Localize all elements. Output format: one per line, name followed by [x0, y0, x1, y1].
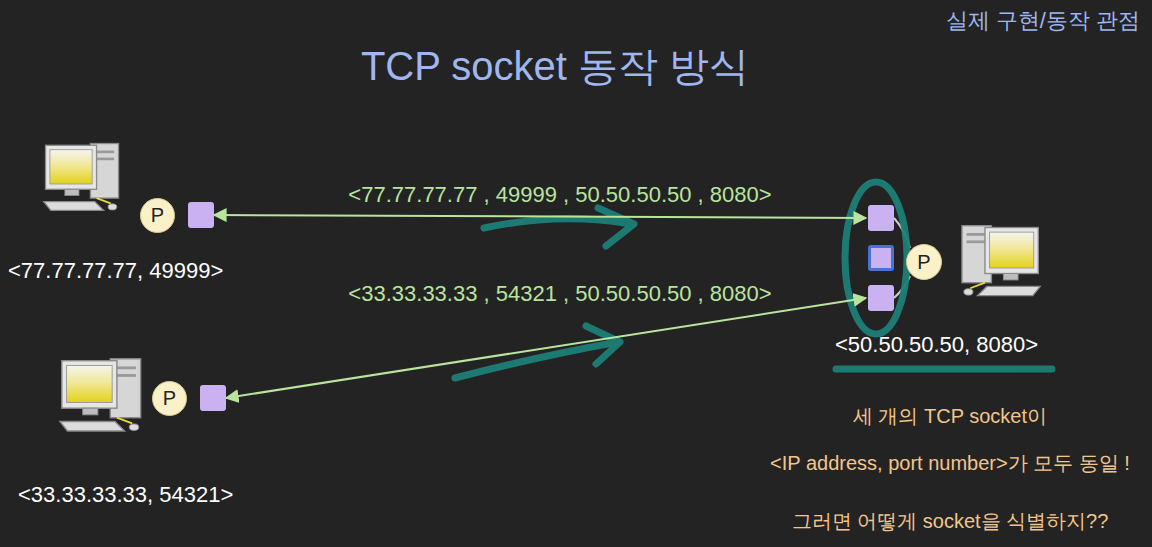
- direction-arrow-head: [586, 326, 620, 364]
- computer-icon: [962, 226, 1040, 296]
- note-text: 세 개의 TCP socket이: [853, 404, 1047, 428]
- computer-icon: [60, 359, 141, 431]
- process-socket-group: P: [140, 197, 214, 233]
- socket-square: [868, 285, 894, 311]
- process-letter: P: [163, 387, 176, 410]
- note-text: <IP address, port number>가 모두 동일 !: [770, 451, 1130, 475]
- perspective-label: 실제 구현/동작 관점: [946, 8, 1140, 34]
- edge-label: <77.77.77.77 , 49999 , 50.50.50.50 , 808…: [348, 182, 771, 208]
- highlight-underline: [836, 366, 1052, 373]
- process-letter: P: [151, 204, 164, 227]
- process-socket-group: P: [866, 200, 944, 316]
- socket-square: [868, 245, 894, 271]
- note-text: 그러면 어떻게 socket을 식별하지??: [792, 509, 1109, 533]
- connection-arrow: [226, 298, 866, 398]
- title: TCP socket 동작 방식: [361, 42, 749, 90]
- computer-icon: [44, 144, 119, 211]
- process-socket-group: P: [152, 380, 226, 416]
- socket-square: [188, 202, 214, 228]
- direction-arrow-head: [598, 208, 634, 246]
- address-label: <33.33.33.33, 54321>: [18, 482, 233, 508]
- highlight-ellipse: [845, 182, 907, 334]
- socket-square: [200, 385, 226, 411]
- process-circle: P: [152, 381, 187, 416]
- process-circle: P: [140, 198, 175, 233]
- direction-arrow: [455, 342, 618, 378]
- socket-square: [868, 205, 894, 231]
- connection-arrow: [214, 215, 866, 218]
- edge-label: <33.33.33.33 , 54321 , 50.50.50.50 , 808…: [348, 281, 771, 307]
- address-label: <50.50.50.50, 8080>: [835, 332, 1038, 358]
- process-letter: P: [917, 251, 930, 274]
- process-circle: P: [906, 244, 942, 280]
- address-label: <77.77.77.77, 49999>: [8, 258, 223, 284]
- direction-arrow: [484, 219, 630, 228]
